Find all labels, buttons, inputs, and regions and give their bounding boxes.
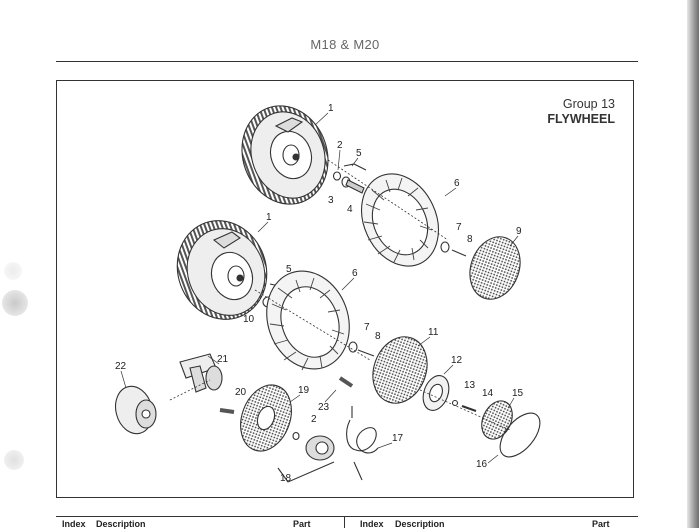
col-description-right: Description bbox=[395, 519, 445, 529]
fan-lower bbox=[266, 270, 350, 371]
bolt-part-4 bbox=[345, 179, 365, 194]
callout-10: 10 bbox=[243, 314, 255, 325]
callout-6-lower: 6 bbox=[352, 268, 358, 279]
key-part-5 bbox=[343, 163, 367, 171]
callout-20: 20 bbox=[235, 387, 247, 398]
washer-part-7 bbox=[440, 241, 450, 253]
washer-part-7-lower bbox=[348, 341, 358, 353]
col-index-left: Index bbox=[62, 519, 86, 529]
callout-22: 22 bbox=[115, 361, 127, 372]
screen-part-11 bbox=[372, 336, 428, 404]
fan-upper bbox=[361, 173, 439, 267]
scan-blot bbox=[4, 450, 24, 470]
drive-hub-part-22 bbox=[114, 385, 157, 435]
callout-17: 17 bbox=[392, 433, 404, 444]
retainer-part-16 bbox=[499, 412, 541, 458]
screen-part-15 bbox=[481, 400, 513, 440]
callout-11: 11 bbox=[428, 327, 439, 338]
callout-7-lower: 7 bbox=[364, 322, 370, 333]
bolt-part-8 bbox=[451, 249, 467, 257]
callout-9: 9 bbox=[516, 226, 522, 237]
callout-1-upper: 1 bbox=[328, 103, 334, 114]
callout-21: 21 bbox=[217, 354, 229, 365]
page-header: M18 & M20 bbox=[310, 37, 380, 52]
wire-part-17 bbox=[346, 419, 379, 454]
parts-table-rule bbox=[56, 516, 638, 517]
callout-23: 23 bbox=[318, 402, 330, 413]
flywheel-upper bbox=[241, 105, 329, 205]
callout-8-upper: 8 bbox=[467, 234, 473, 245]
flywheel-lower bbox=[176, 220, 268, 320]
callout-7-upper: 7 bbox=[456, 222, 462, 233]
screw-part-14 bbox=[461, 405, 477, 412]
callout-5-upper: 5 bbox=[356, 148, 362, 159]
col-part-left: Part bbox=[293, 519, 311, 529]
callout-18: 18 bbox=[280, 473, 292, 484]
callout-1-lower: 1 bbox=[266, 212, 272, 223]
callout-2-upper: 2 bbox=[337, 140, 343, 151]
col-index-right: Index bbox=[360, 519, 384, 529]
callout-12: 12 bbox=[451, 355, 463, 366]
rotating-screen-part-9 bbox=[469, 236, 521, 300]
callout-19: 19 bbox=[298, 385, 310, 396]
bolt-part-20 bbox=[219, 408, 235, 414]
header-rule bbox=[56, 61, 638, 62]
callout-2-lower: 2 bbox=[311, 414, 317, 425]
pin-part-23 bbox=[338, 376, 354, 388]
callout-3: 3 bbox=[328, 195, 334, 206]
group-label: Group 13 FLYWHEEL bbox=[547, 97, 615, 127]
callout-6-upper: 6 bbox=[454, 178, 460, 189]
callout-13: 13 bbox=[464, 380, 476, 391]
bolt-part-8-lower bbox=[357, 349, 375, 357]
callout-4: 4 bbox=[347, 204, 353, 215]
parts-table-divider bbox=[344, 517, 345, 528]
callout-15: 15 bbox=[512, 388, 524, 399]
col-description-left: Description bbox=[96, 519, 146, 529]
callout-16: 16 bbox=[476, 459, 488, 470]
group-number: Group 13 bbox=[562, 97, 615, 111]
scan-blot bbox=[2, 290, 28, 316]
col-part-right: Part bbox=[592, 519, 610, 529]
illustration-frame: Group 13 FLYWHEEL bbox=[56, 80, 634, 498]
group-title: FLYWHEEL bbox=[547, 112, 615, 126]
washer-part-13 bbox=[451, 399, 459, 407]
scan-blot bbox=[4, 262, 22, 280]
adapter-part-21 bbox=[179, 353, 223, 393]
washer-part-2-lower bbox=[292, 431, 300, 441]
callout-5-lower: 5 bbox=[286, 264, 292, 275]
scanner-shadow bbox=[687, 0, 699, 528]
washer-part-2 bbox=[332, 171, 342, 181]
callout-14: 14 bbox=[482, 388, 494, 399]
callout-8-lower: 8 bbox=[375, 331, 381, 342]
